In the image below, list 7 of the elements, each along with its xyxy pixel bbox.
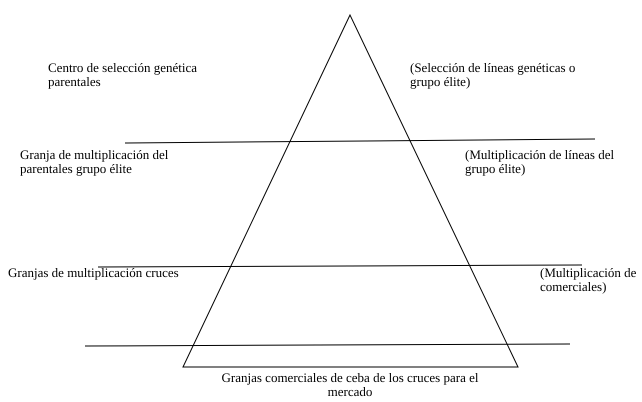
level-label: Granjas de multiplicación cruces <box>8 266 180 280</box>
level-label: Granjas comerciales de ceba de los cruces para el mercado <box>220 371 480 399</box>
level-role-text: (Multiplicación de líneas del grupo élite) <box>465 148 616 176</box>
level-label: Centro de selección genética parentales <box>48 61 198 89</box>
level-role-text: (Multiplicación de comerciales) <box>540 266 638 294</box>
level-role-text: (Selección de líneas genéticas o grupo élite) <box>410 61 576 89</box>
level-label: Granja de multiplicación del parentales grupo élite <box>20 148 170 176</box>
